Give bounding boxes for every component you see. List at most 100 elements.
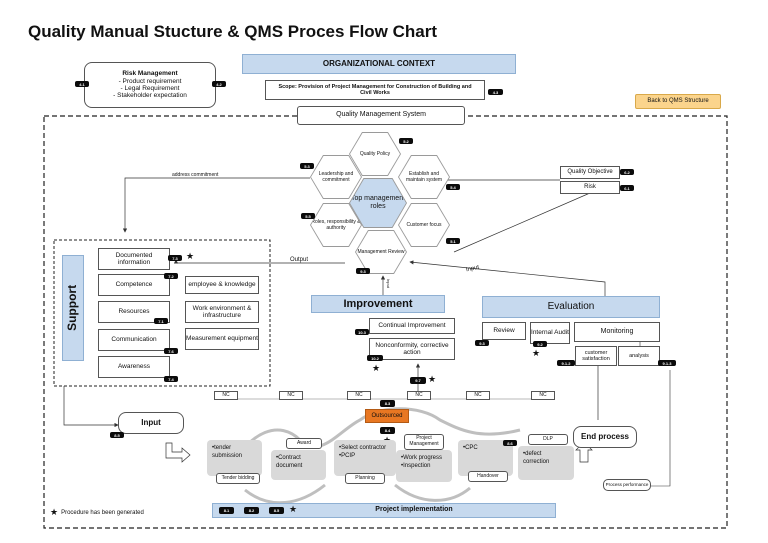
project-management-box: Project Management xyxy=(404,434,444,450)
improvement-header: Improvement xyxy=(311,295,445,313)
communication-box: Communication xyxy=(98,329,170,351)
dlp-box: DLP xyxy=(528,434,568,445)
resources-box: Resources xyxy=(98,301,170,323)
project-implementation-bar: Project implementation xyxy=(212,503,556,518)
handover-stage: •CPC xyxy=(458,440,513,476)
project-management-stage: •Work progress •Inspection xyxy=(396,450,452,482)
organizational-context: ORGANIZATIONAL CONTEXT xyxy=(242,54,516,74)
input-box: Input xyxy=(118,412,184,434)
defect-correction: •defect correction xyxy=(523,451,550,466)
nc-box: NC xyxy=(347,391,371,400)
page-title: Quality Manual Stucture & QMS Proces Flo… xyxy=(28,22,438,41)
hex-customer-focus: Customer focus xyxy=(398,203,450,247)
award-stage: •Contract document xyxy=(271,450,326,480)
tag-8-5-bar: 8.5 xyxy=(269,507,284,514)
tender-stage: •tender submission xyxy=(207,440,262,476)
work-progress: •Work progress xyxy=(401,455,443,461)
handover-box: Handover xyxy=(468,471,508,482)
tag-5-4: 5.4 xyxy=(446,184,460,190)
output-label: Output xyxy=(290,257,309,263)
tag-10-3: 10.3 xyxy=(355,329,369,335)
tender-bidding-box: Tender bidding xyxy=(216,473,260,484)
tag-4-2: 4.2 xyxy=(212,81,226,87)
tag-5-3: 5.3 xyxy=(300,163,314,169)
star-icon: ★ xyxy=(186,251,195,261)
analysis-box: analysis xyxy=(618,346,660,366)
award-box: Award xyxy=(286,438,322,449)
tender-submission: •tender submission xyxy=(212,445,243,460)
quality-objective-box: Quality Objective xyxy=(560,166,620,179)
star-icon: ★ xyxy=(532,348,541,358)
tag-8-5: 8.5 xyxy=(110,432,124,438)
nc-box: NC xyxy=(214,391,238,400)
end-process-box: End process xyxy=(573,426,637,448)
legend-label: Procedure has been generated xyxy=(61,509,144,516)
competence-box: Competence xyxy=(98,274,170,296)
support-bar: Support xyxy=(62,255,84,361)
tag-7-3: 7.3 xyxy=(168,255,182,261)
star-icon: ★ xyxy=(372,363,381,373)
risk-box: Risk xyxy=(560,181,620,194)
hex-management-review-label: Management Review xyxy=(356,231,406,273)
tag-9-1-2: 9.1.2 xyxy=(557,360,575,366)
tag-5-1: 5.1 xyxy=(446,238,460,244)
dlp-stage: •defect correction xyxy=(518,446,574,480)
tag-8-2: 8.2 xyxy=(244,507,259,514)
customer-satisfaction-box: customer satisfaction xyxy=(575,346,617,366)
tag-7-4: 7.4 xyxy=(164,376,178,382)
nc-box: NC xyxy=(279,391,303,400)
tag-8-6: 8.6 xyxy=(503,440,517,446)
tag-9-3: 9.3 xyxy=(475,340,489,346)
risk-line-3: - Stakeholder expectation xyxy=(113,92,187,100)
process-performance-box: Process performance xyxy=(603,479,651,491)
contract-document: •Contract document xyxy=(276,455,303,470)
tag-8-1: 8.1 xyxy=(219,507,234,514)
address-commitment-label: address commitment xyxy=(172,172,219,178)
planning-stage: •Select contractor •PCIP xyxy=(334,440,396,476)
select-contractor: •Select contractor xyxy=(339,445,387,451)
employee-knowledge-box: employee & knowledge xyxy=(185,276,259,294)
qms-box: Quality Management System xyxy=(297,106,465,125)
risk-management-title: Risk Management xyxy=(122,70,178,78)
tag-9-2: 9.2 xyxy=(533,341,547,347)
nc-box: NC xyxy=(531,391,555,400)
hex-top-management-label: Top management roles xyxy=(350,179,406,227)
tag-10-2: 10.2 xyxy=(367,355,383,361)
hex-roles-label: Roles, responsibility & authority xyxy=(311,204,361,246)
star-icon: ★ xyxy=(50,507,59,517)
tag-9-7: 9.7 xyxy=(410,377,426,384)
cpc: •CPC xyxy=(463,445,478,451)
tag-9-1-3: 9.1.3 xyxy=(658,360,676,366)
hex-leadership-label: Leadership and commitment xyxy=(311,156,361,198)
risk-line-2: - Legal Requirement xyxy=(120,85,180,92)
star-icon: ★ xyxy=(428,374,437,384)
risk-management-box: Risk Management - Product requirement - … xyxy=(84,62,216,108)
support-label: Support xyxy=(65,284,80,331)
tag-5-2: 5.2 xyxy=(399,138,413,144)
tag-6-2: 6.2 xyxy=(620,169,634,175)
measurement-equipment-box: Measurement equipment xyxy=(185,328,259,350)
legend: ★ Procedure has been generated xyxy=(50,508,144,517)
evaluation-header: Evaluation xyxy=(482,296,660,318)
hex-quality-policy-label: Quality Policy xyxy=(350,133,400,175)
nc-box: NC xyxy=(407,391,431,400)
review-box: Review xyxy=(482,322,526,340)
project-implementation-label: Project implementation xyxy=(375,506,453,514)
scope-box: Scope: Provision of Project Management f… xyxy=(265,80,485,100)
outsourced-box: Outsourced xyxy=(365,409,409,423)
awareness-box: Awareness xyxy=(98,356,170,378)
risk-line-1: - Product requirement xyxy=(118,77,182,85)
tag-4-1: 4.1 xyxy=(75,81,89,87)
hex-customer-focus-label: Customer focus xyxy=(399,204,449,246)
tag-7-1: 7.1 xyxy=(154,318,168,324)
pcip: •PCIP xyxy=(339,453,356,460)
hex-establish-label: Establish and maintain system xyxy=(399,156,449,198)
nonconformity-box: Nonconformity, corrective action xyxy=(369,338,455,360)
continual-improvement-box: Continual Improvement xyxy=(369,318,455,334)
work-environment-box: Work environment & infrastructure xyxy=(185,301,259,323)
tag-5-5: 5.5 xyxy=(301,213,315,219)
back-to-qms-button[interactable]: Back to QMS Structure xyxy=(635,94,721,109)
internal-audit-box: Internal Audit xyxy=(530,322,570,344)
documented-info-box: Documented information xyxy=(98,248,170,270)
